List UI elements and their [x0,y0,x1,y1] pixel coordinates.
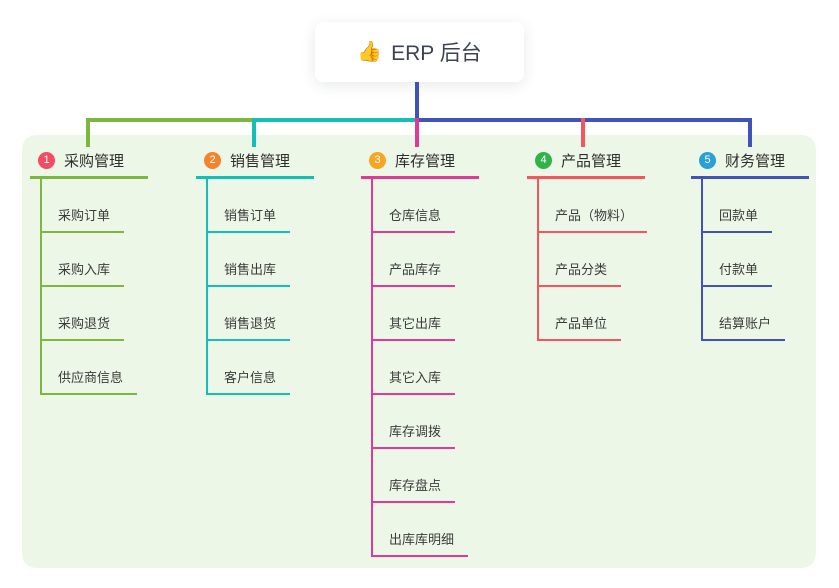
branch-header[interactable]: 3 库存管理 [361,144,479,179]
child-node[interactable]: 销售订单 [206,179,356,233]
child-label: 产品（物料） [537,205,648,233]
child-label: 库存盘点 [371,475,456,503]
branch-header[interactable]: 1 采购管理 [30,144,148,179]
branch-children: 产品（物料） 产品分类产品单位 [537,179,687,341]
branch-connector-line [748,118,752,147]
child-node[interactable]: 客户信息 [206,341,356,395]
child-label: 采购订单 [40,205,125,233]
branches-panel [22,135,816,568]
child-label: 产品单位 [537,313,622,341]
child-label: 采购退货 [40,313,125,341]
child-label: 销售订单 [206,205,291,233]
child-node[interactable]: 付款单 [701,233,839,287]
branch-label: 产品管理 [561,152,622,170]
child-label: 产品分类 [537,259,622,287]
child-label: 结算账户 [701,313,786,341]
branch-line [537,179,539,341]
child-node[interactable]: 销售出库 [206,233,356,287]
branch-children: 销售订单销售出库销售退货客户信息 [206,179,356,395]
branch-label: 财务管理 [725,152,786,170]
bus-segment-left [86,118,256,122]
child-node[interactable]: 仓库信息 [371,179,521,233]
branch-number-badge: 5 [699,151,716,169]
branch-header[interactable]: 4 产品管理 [527,144,645,179]
branch-number-badge: 2 [204,151,221,169]
child-label: 供应商信息 [40,367,138,395]
branch-line [206,179,208,395]
child-node[interactable]: 结算账户 [701,287,839,341]
child-label: 付款单 [701,259,773,287]
bus-segment-middle [252,118,419,122]
branch-line [371,179,373,557]
child-label: 仓库信息 [371,205,456,233]
branch-connector-line [415,118,419,147]
child-node[interactable]: 采购订单 [40,179,190,233]
branch-header[interactable]: 5 财务管理 [691,144,809,179]
branch-children: 回款单付款单结算账户 [701,179,839,341]
child-node[interactable]: 产品分类 [537,233,687,287]
child-node[interactable]: 采购入库 [40,233,190,287]
branch-column: 2 销售管理 销售订单销售出库销售退货客户信息 [196,144,356,395]
branch-header[interactable]: 2 销售管理 [196,144,314,179]
child-label: 客户信息 [206,367,291,395]
child-node[interactable]: 产品单位 [537,287,687,341]
branch-number-badge: 4 [535,151,552,169]
branch-column: 3 库存管理 仓库信息产品库存其它出库其它入库库存调拨库存盘点出库库明细 [361,144,521,557]
child-label: 回款单 [701,205,773,233]
branch-column: 1 采购管理 采购订单采购入库采购退货供应商信息 [30,144,190,395]
branch-label: 库存管理 [395,152,456,170]
root-node[interactable]: 👍 ERP 后台 [315,22,524,82]
branch-connector-line [252,118,256,147]
child-label: 销售出库 [206,259,291,287]
branch-connector-line [86,118,90,147]
child-label: 库存调拨 [371,421,456,449]
branch-label: 采购管理 [64,152,125,170]
branch-children: 仓库信息产品库存其它出库其它入库库存调拨库存盘点出库库明细 [371,179,521,557]
branch-label: 销售管理 [230,152,291,170]
root-title: ERP 后台 [391,42,482,65]
branch-connector-line [581,118,585,147]
thumbs-up-icon: 👍 [357,41,383,63]
child-node[interactable]: 产品库存 [371,233,521,287]
child-label: 出库库明细 [371,529,469,557]
child-node[interactable]: 采购退货 [40,287,190,341]
child-node[interactable]: 供应商信息 [40,341,190,395]
branch-number-badge: 3 [369,151,386,169]
child-label: 其它出库 [371,313,456,341]
branch-number-badge: 1 [38,151,55,169]
child-label: 采购入库 [40,259,125,287]
child-node[interactable]: 其它入库 [371,341,521,395]
child-node[interactable]: 出库库明细 [371,503,521,557]
child-node[interactable]: 库存盘点 [371,449,521,503]
root-connector-line [415,82,419,118]
child-node[interactable]: 其它出库 [371,287,521,341]
branch-column: 5 财务管理 回款单付款单结算账户 [691,144,839,341]
branch-children: 采购订单采购入库采购退货供应商信息 [40,179,190,395]
child-label: 其它入库 [371,367,456,395]
branch-line [40,179,42,395]
branch-line [701,179,703,341]
child-node[interactable]: 库存调拨 [371,395,521,449]
branch-column: 4 产品管理 产品（物料） 产品分类产品单位 [527,144,687,341]
child-node[interactable]: 回款单 [701,179,839,233]
child-node[interactable]: 销售退货 [206,287,356,341]
child-label: 产品库存 [371,259,456,287]
child-node[interactable]: 产品（物料） [537,179,687,233]
child-label: 销售退货 [206,313,291,341]
